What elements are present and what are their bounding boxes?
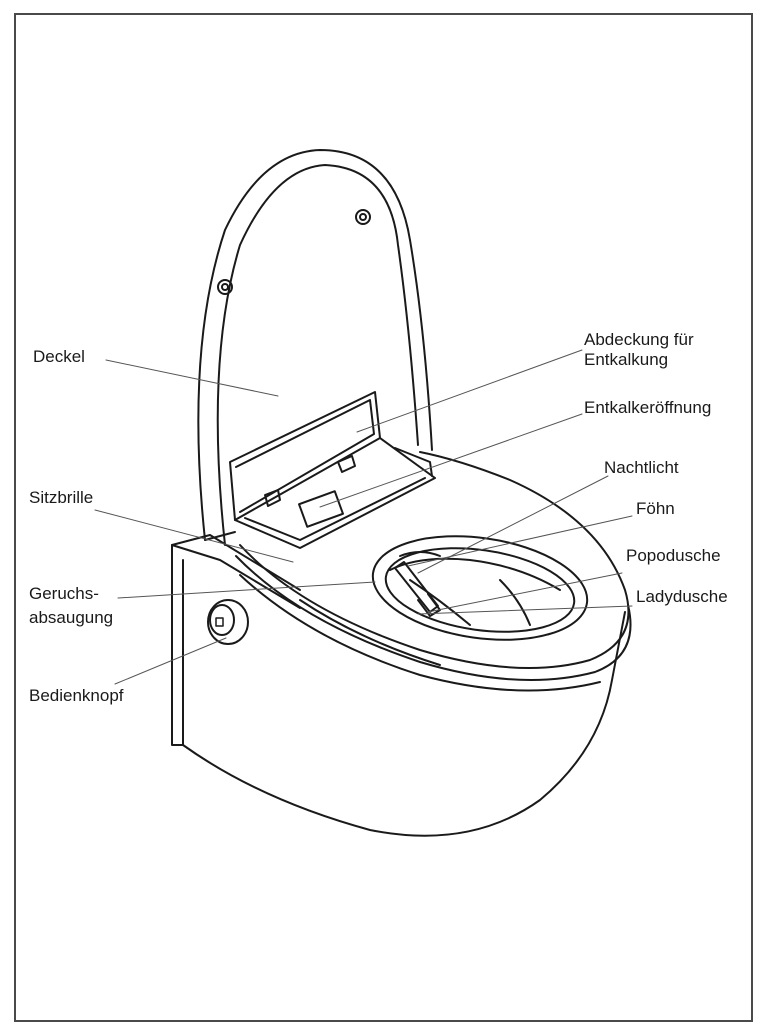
- leader-sitzbrille: [94, 509, 294, 563]
- toilet-body: [171, 534, 626, 837]
- label-abdeckung-line2: Entkalkung: [584, 350, 669, 369]
- diagram-frame: [14, 13, 753, 1022]
- lid: [197, 149, 433, 546]
- label-sitzbrille: Sitzbrille: [29, 488, 94, 507]
- leader-abdeckung: [356, 349, 583, 433]
- label-entkalkeroeffnung: Entkalkeröffnung: [584, 398, 712, 417]
- leader-popodusche: [427, 572, 623, 613]
- label-popodusche: Popodusche: [626, 546, 721, 565]
- label-foehn: Föhn: [636, 499, 675, 518]
- label-bedienknopf: Bedienknopf: [29, 686, 124, 705]
- label-ladydusche: Ladydusche: [636, 587, 728, 606]
- leader-ladydusche: [417, 605, 633, 615]
- label-nachtlicht: Nachtlicht: [604, 458, 679, 477]
- leader-geruchs: [117, 581, 376, 599]
- leader-foehn: [407, 515, 633, 567]
- label-geruchs-line2: absaugung: [29, 608, 114, 627]
- label-abdeckung-line1: Abdeckung für: [584, 330, 694, 349]
- leader-lines: [94, 349, 633, 685]
- decalcification-panel: [229, 391, 436, 549]
- toilet-bowl: [235, 451, 632, 692]
- leader-bedienknopf: [114, 637, 227, 685]
- control-knob: [207, 599, 249, 645]
- label-deckel: Deckel: [33, 347, 85, 366]
- label-geruchs-line1: Geruchs-: [29, 584, 99, 603]
- leader-entkalkeroeffnung: [319, 413, 583, 508]
- leader-deckel: [105, 359, 279, 397]
